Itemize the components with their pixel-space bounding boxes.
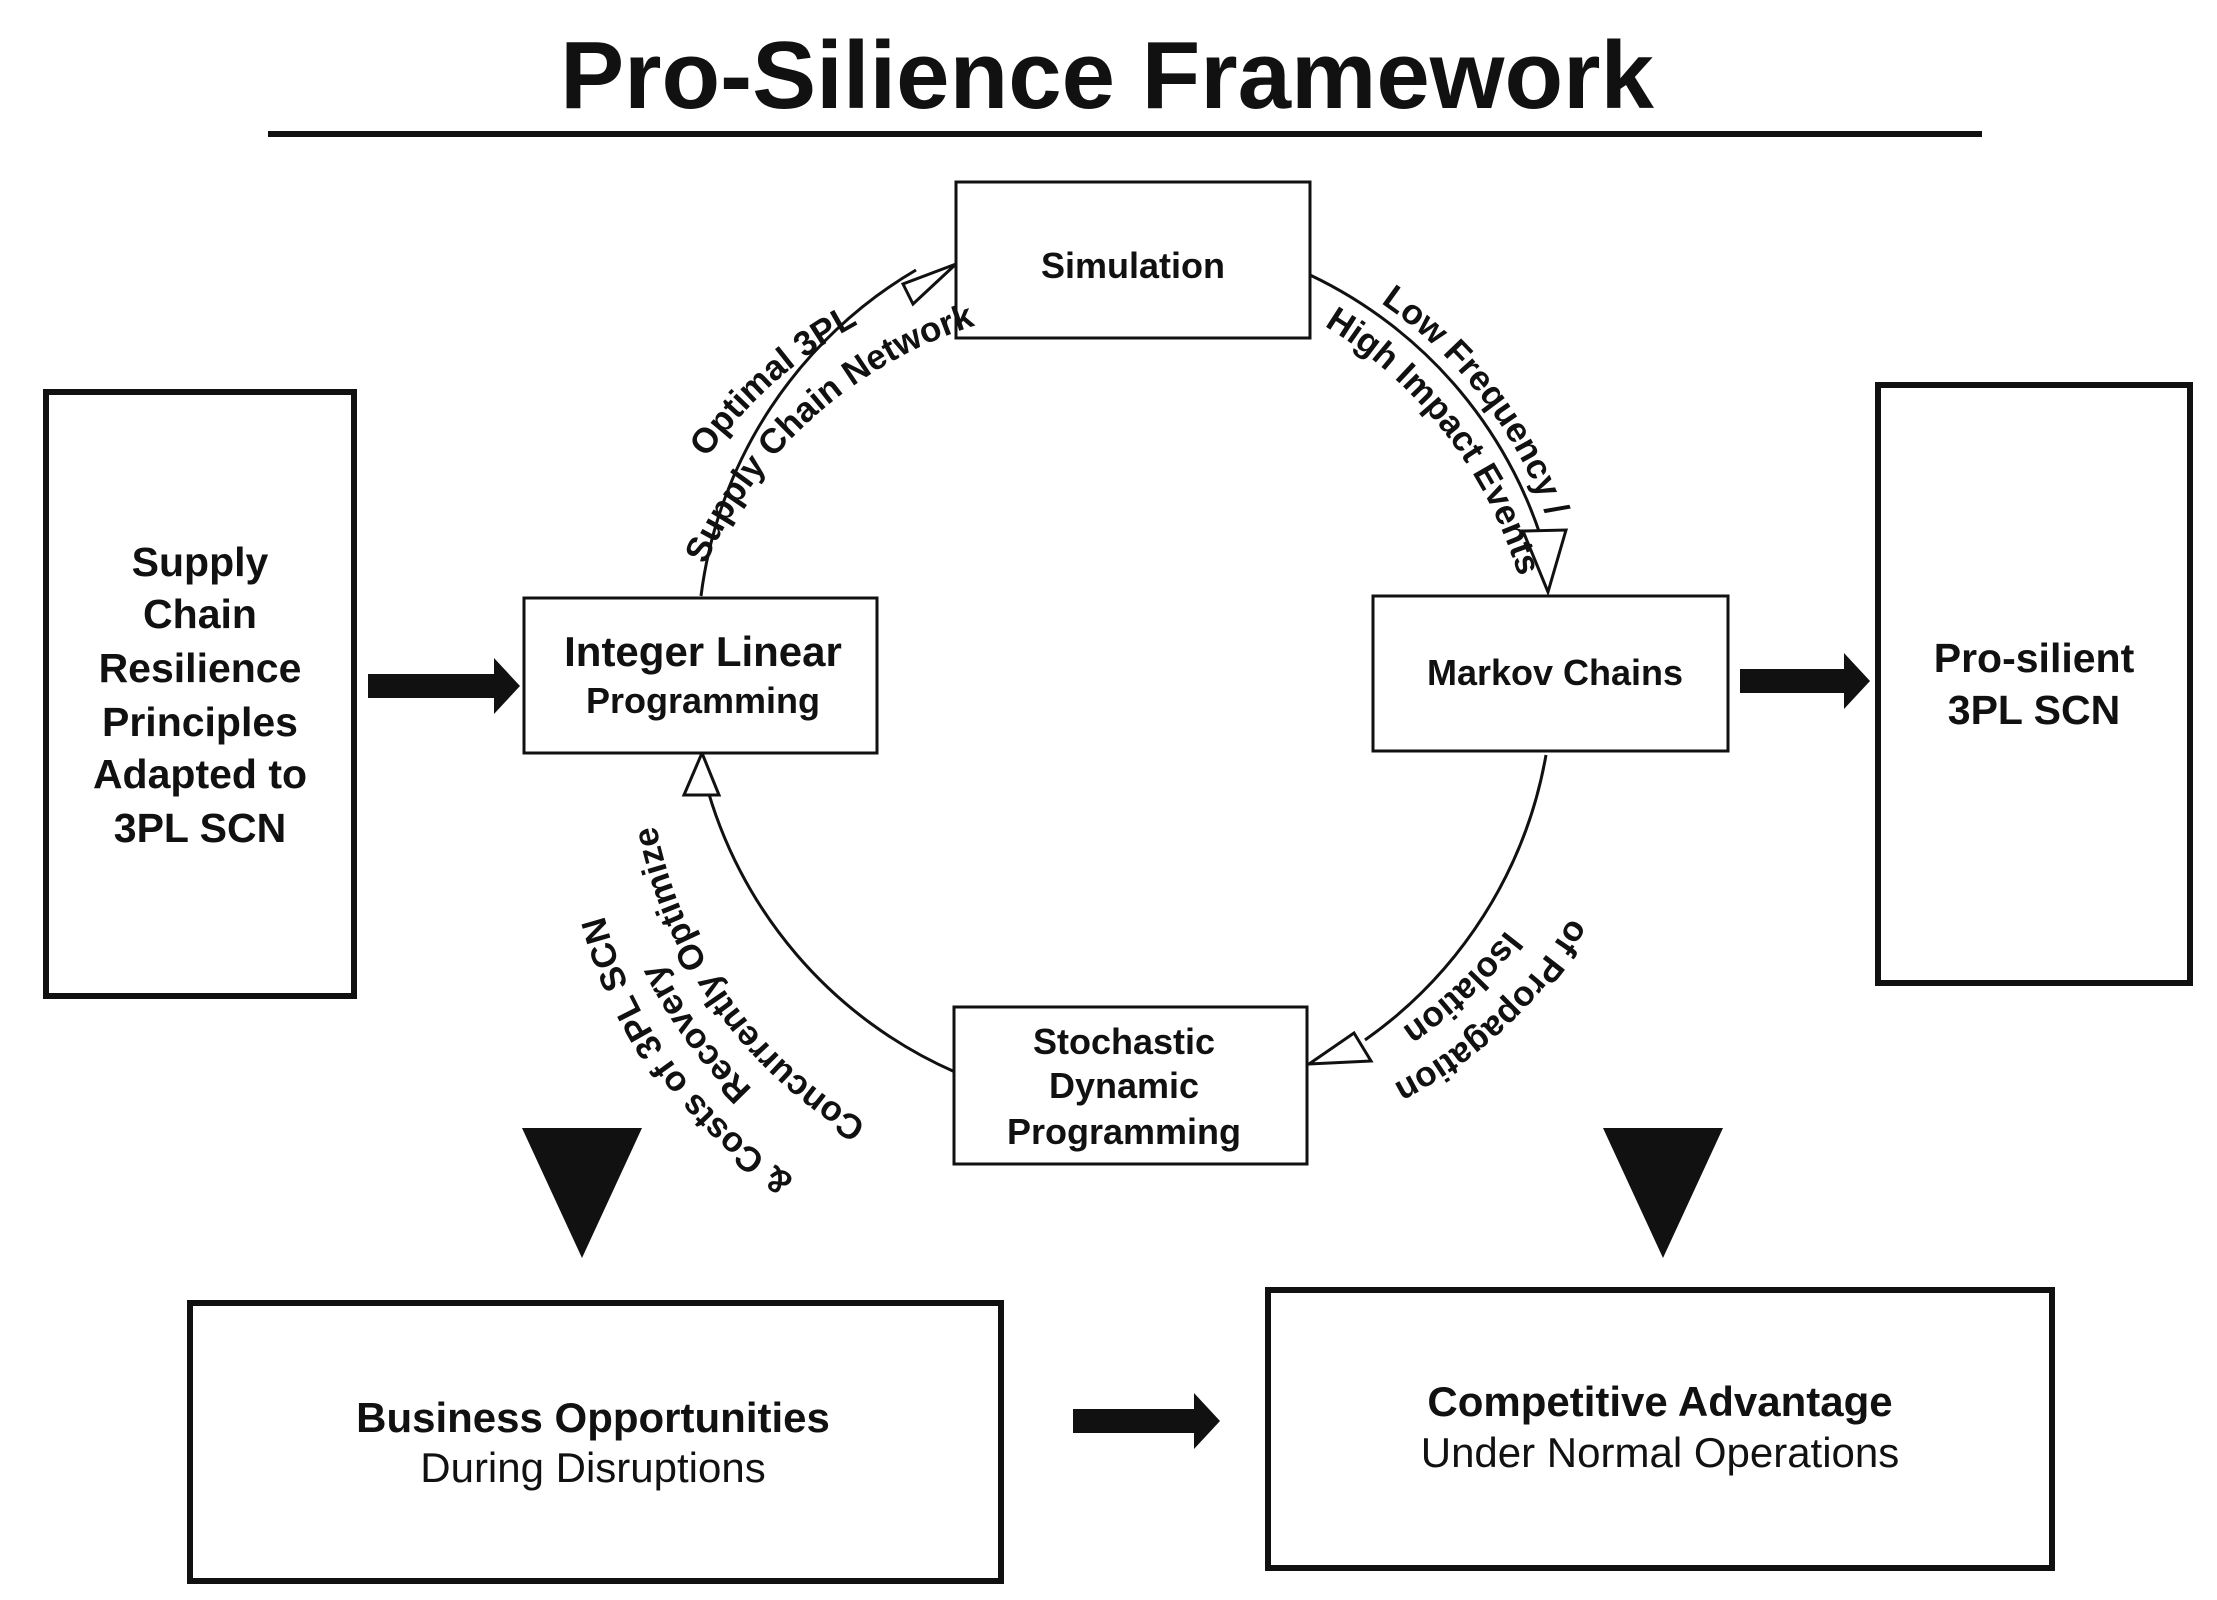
input-line-4: Principles — [102, 699, 298, 745]
markov-label: Markov Chains — [1427, 652, 1683, 693]
input-line-2: Chain — [143, 591, 257, 637]
output-line-1: Pro-silient — [1934, 635, 2135, 681]
arrow-business-to-competitive — [1073, 1393, 1220, 1449]
sdp-box: Stochastic Dynamic Programming — [952, 1005, 1309, 1166]
input-line-5: Adapted to — [93, 751, 307, 797]
arrowhead-to-markov — [1520, 528, 1569, 597]
triangle-down-right — [1603, 1128, 1723, 1258]
competitive-title: Competitive Advantage — [1427, 1378, 1892, 1425]
ilp-line-2: Programming — [586, 680, 820, 721]
arrowhead-to-ilp — [681, 749, 722, 797]
input-line-1: Supply — [132, 539, 269, 585]
ilp-line-1: Integer Linear — [564, 628, 842, 675]
arc-markov-to-sdp — [1364, 754, 1548, 1042]
simulation-label: Simulation — [1041, 245, 1225, 286]
input-line-3: Resilience — [99, 645, 302, 691]
markov-box: Markov Chains — [1371, 594, 1730, 753]
flow-arrows — [368, 653, 1870, 1449]
arrow-input-to-ilp — [368, 658, 520, 714]
business-subtitle: During Disruptions — [420, 1444, 765, 1491]
triangle-down-left — [522, 1128, 642, 1258]
arrow-markov-to-output — [1740, 653, 1870, 709]
competitive-subtitle: Under Normal Operations — [1421, 1429, 1900, 1476]
arc-simulation-to-markov — [1309, 273, 1550, 562]
input-line-6: 3PL SCN — [114, 805, 286, 851]
cycle-arcs — [699, 268, 1550, 1074]
sdp-line-3: Programming — [1007, 1111, 1241, 1152]
arc-sdp-to-ilp — [703, 779, 956, 1074]
simulation-box: Simulation — [954, 180, 1312, 340]
sdp-line-2: Dynamic — [1049, 1065, 1199, 1106]
arc-ilp-to-simulation — [699, 268, 917, 597]
page-title: Pro-Silience Framework — [560, 22, 1654, 129]
business-title: Business Opportunities — [356, 1394, 830, 1441]
arrowhead-to-simulation — [900, 262, 958, 307]
ilp-box: Integer Linear Programming — [522, 596, 879, 755]
output-box: Pro-silient 3PL SCN — [1875, 382, 2193, 986]
arrowhead-to-sdp — [1303, 1030, 1374, 1066]
sdp-line-1: Stochastic — [1033, 1021, 1215, 1062]
business-box: Business Opportunities During Disruption… — [187, 1300, 1004, 1584]
competitive-box: Competitive Advantage Under Normal Opera… — [1265, 1287, 2055, 1571]
output-line-2: 3PL SCN — [1948, 687, 2120, 733]
input-box: Supply Chain Resilience Principles Adapt… — [43, 389, 357, 999]
